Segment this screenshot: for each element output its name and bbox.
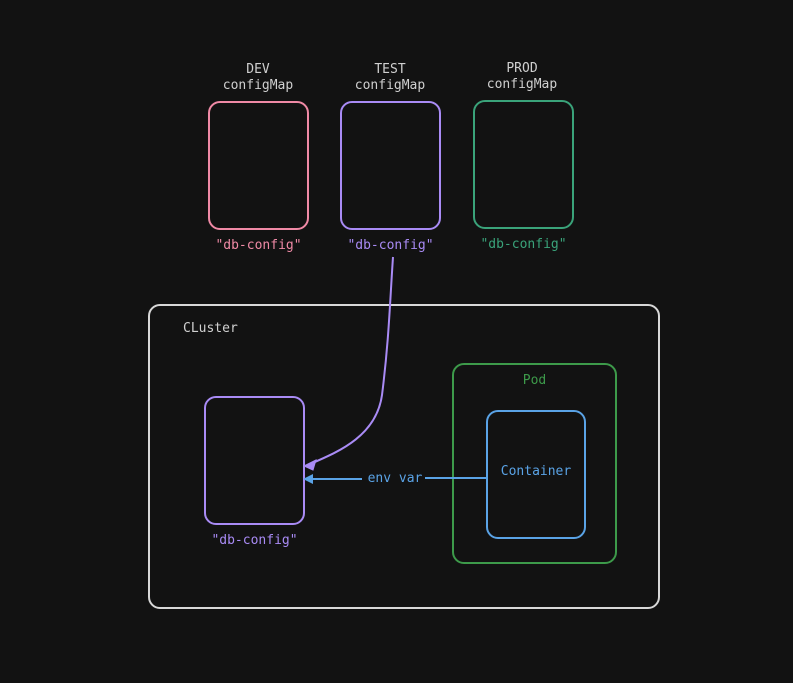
test-configmap-title: TEST configMap bbox=[340, 62, 440, 94]
pod-box[interactable] bbox=[452, 363, 617, 564]
test-kind-label: configMap bbox=[354, 78, 426, 93]
test-env-label: TEST bbox=[374, 62, 406, 77]
test-configmap-box[interactable] bbox=[340, 101, 441, 230]
container-box[interactable] bbox=[486, 410, 586, 539]
cluster-configmap-name: "db-config" bbox=[211, 533, 298, 548]
env-var-arrowhead bbox=[303, 474, 313, 484]
cluster-configmap-box[interactable] bbox=[204, 396, 305, 525]
dev-kind-label: configMap bbox=[222, 78, 294, 93]
prod-configmap-title: PROD configMap bbox=[472, 61, 572, 93]
dev-configmap-title: DEV configMap bbox=[208, 62, 308, 94]
dev-env-label: DEV bbox=[246, 62, 270, 77]
env-var-label: env var bbox=[367, 471, 423, 486]
container-label: Container bbox=[500, 464, 572, 479]
test-to-cluster-arrow bbox=[307, 256, 394, 466]
dev-configmap-box[interactable] bbox=[208, 101, 309, 230]
test-to-cluster-arrowhead bbox=[302, 459, 317, 471]
cluster-box[interactable] bbox=[148, 304, 660, 609]
pod-label: Pod bbox=[522, 373, 547, 388]
prod-configmap-box[interactable] bbox=[473, 100, 574, 229]
test-configmap-name: "db-config" bbox=[347, 238, 434, 253]
dev-configmap-name: "db-config" bbox=[215, 238, 302, 253]
prod-kind-label: configMap bbox=[486, 77, 558, 92]
prod-env-label: PROD bbox=[506, 61, 538, 76]
cluster-label: CLuster bbox=[183, 321, 238, 336]
prod-configmap-name: "db-config" bbox=[480, 237, 567, 252]
